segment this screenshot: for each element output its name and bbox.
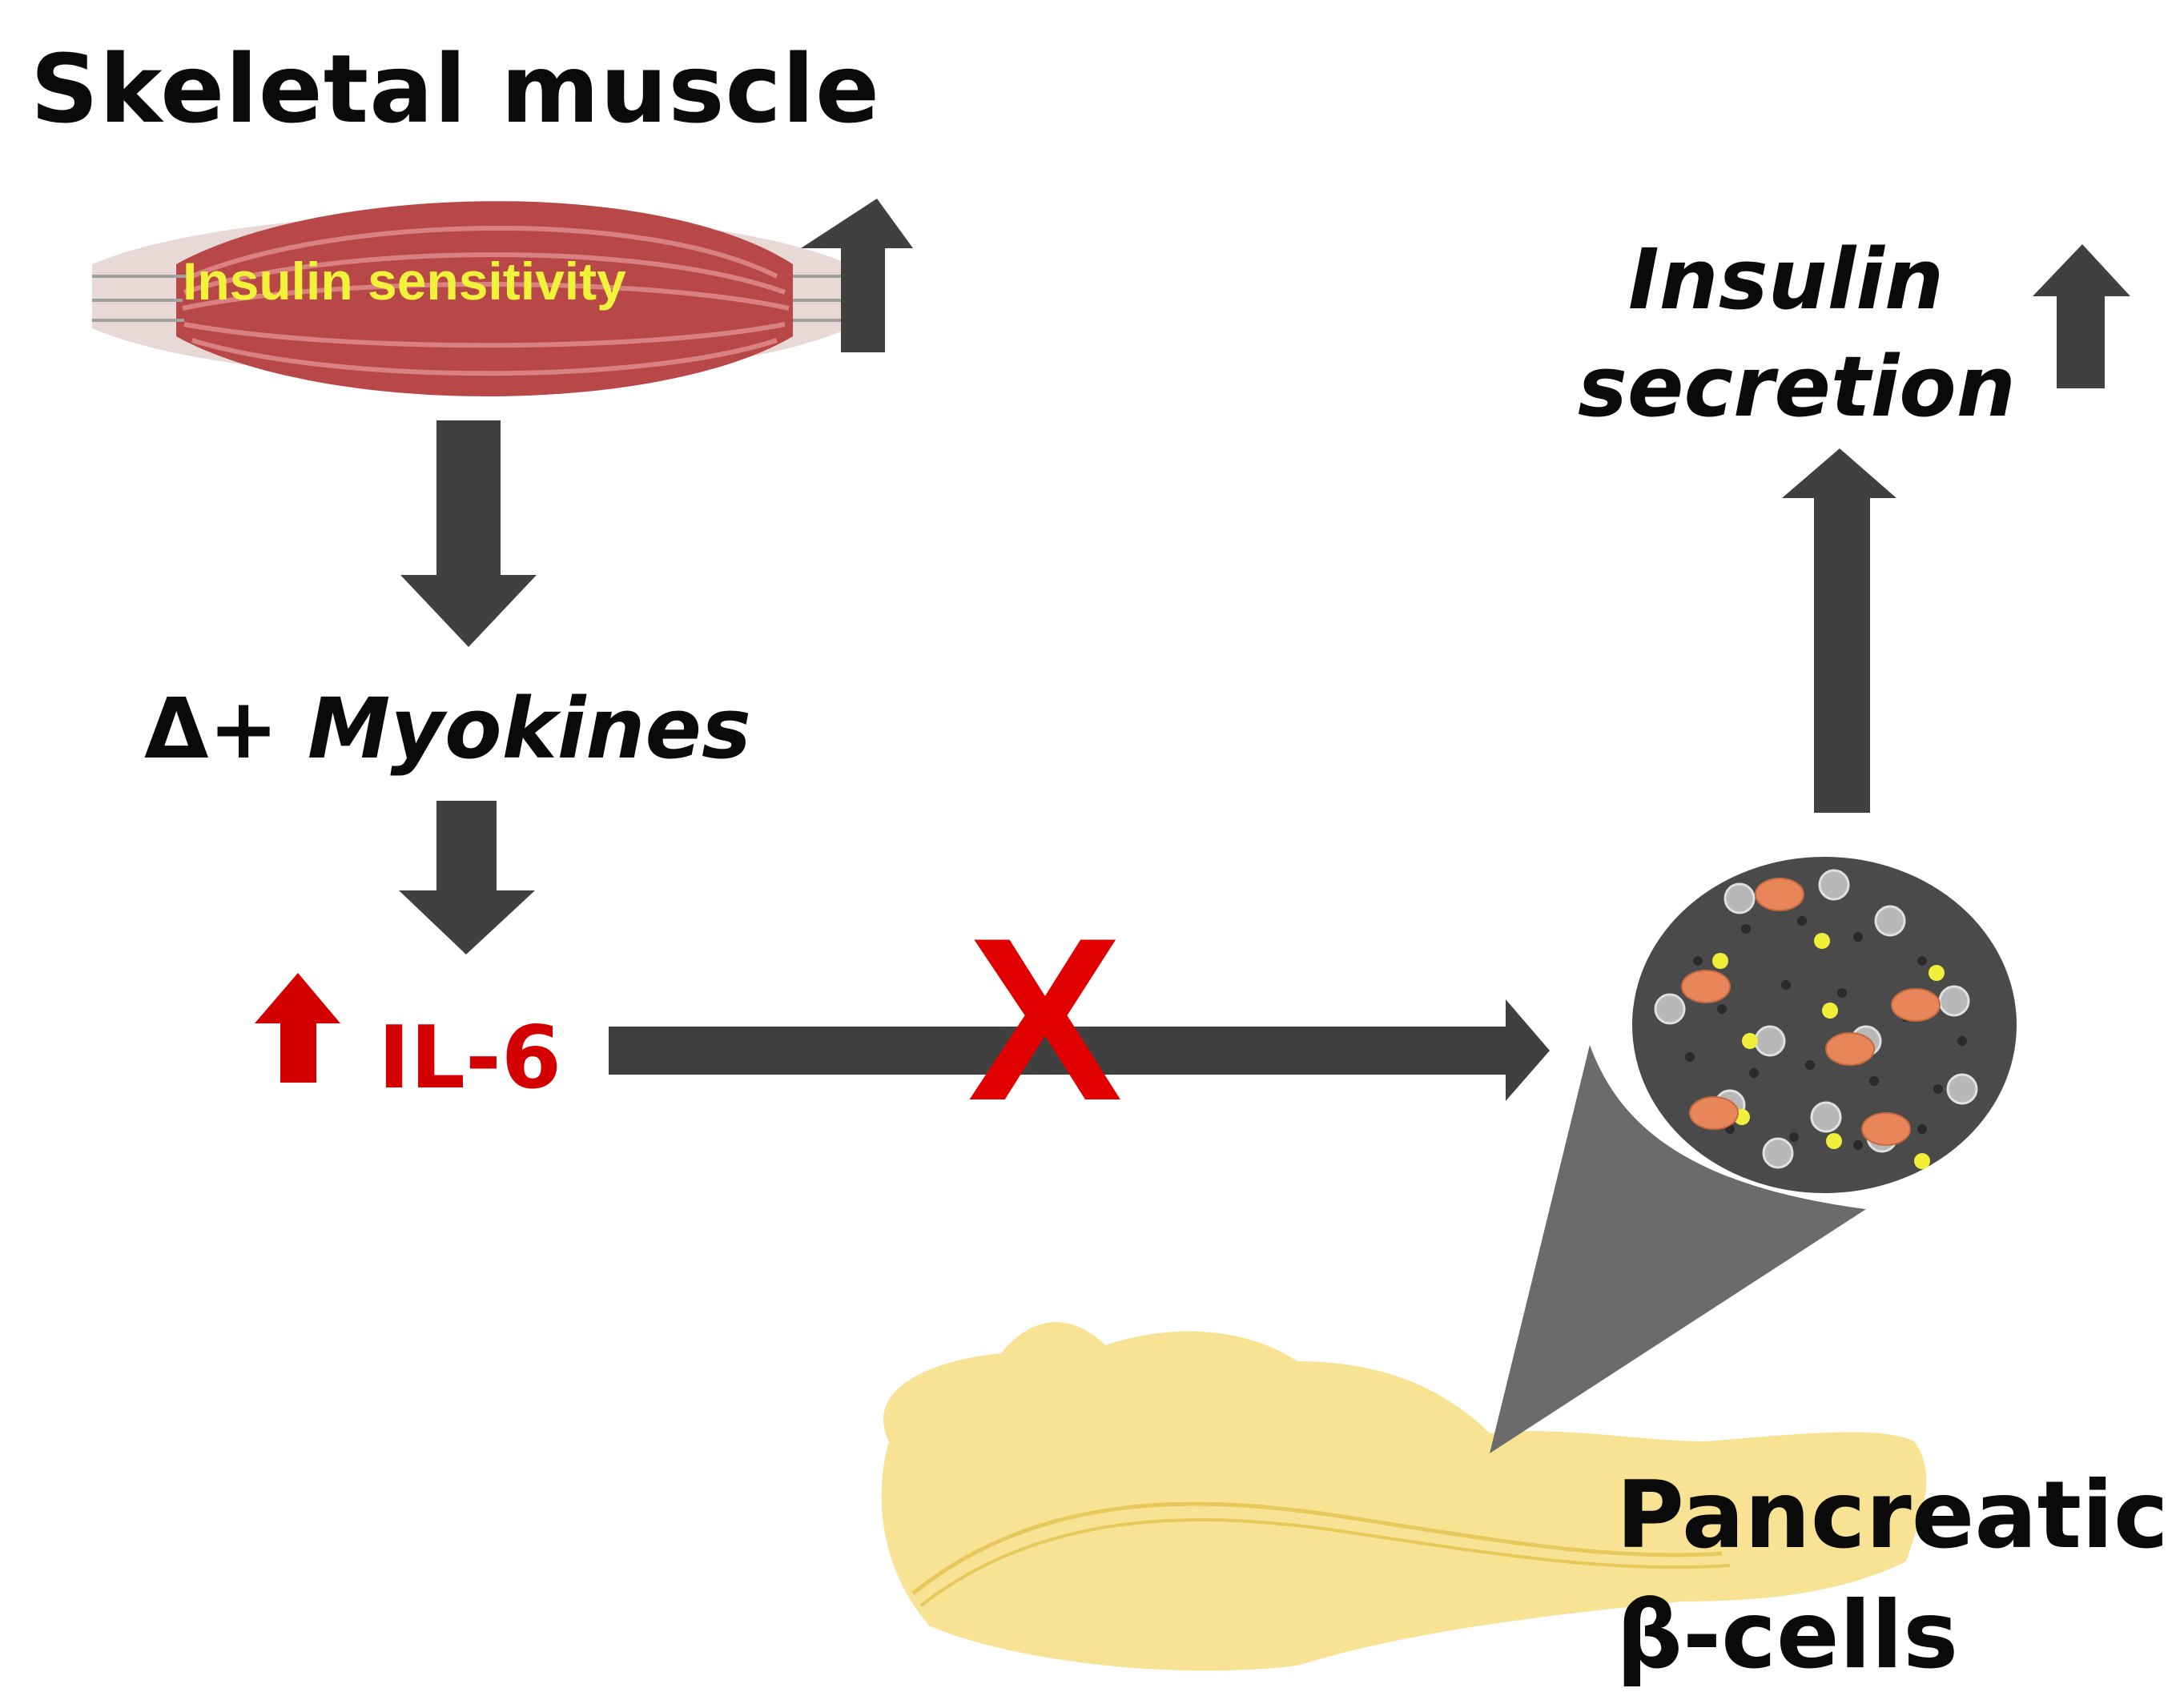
pancreas-illustration bbox=[881, 1322, 1927, 1671]
myokines-word: Myokines bbox=[307, 680, 751, 778]
myokines-to-il6-arrow bbox=[399, 801, 535, 955]
insulin-secretion-line-2: secretion bbox=[1578, 338, 2016, 436]
il6-to-islet-arrow bbox=[609, 999, 1550, 1101]
pancreatic-beta-cells-label: Pancreatic β-cells bbox=[1616, 1456, 2169, 1696]
insulin-sensitivity-up-arrow bbox=[801, 199, 913, 352]
insulin-secretion-up-arrow bbox=[2033, 244, 2130, 388]
islet-to-secretion-arrow bbox=[1782, 448, 1896, 813]
insulin-sensitivity-label: Insulin sensitivity bbox=[183, 251, 626, 311]
il6-up-arrow bbox=[255, 973, 340, 1083]
myokines-label: Δ+ Myokines bbox=[144, 687, 751, 770]
skeletal-muscle-illustration bbox=[92, 201, 849, 396]
muscle-to-myokines-arrow bbox=[400, 420, 537, 647]
pancreatic-line-2: β-cells bbox=[1616, 1581, 1959, 1690]
myokines-delta: Δ+ bbox=[144, 680, 279, 778]
skeletal-muscle-title: Skeletal muscle bbox=[30, 34, 880, 144]
blocked-x-mark: X bbox=[967, 890, 1123, 1149]
insulin-secretion-label: Insulin secretion bbox=[1578, 226, 2016, 440]
pancreatic-islet-illustration bbox=[1632, 857, 2017, 1193]
pancreatic-line-1: Pancreatic bbox=[1616, 1461, 2169, 1569]
insulin-secretion-line-1: Insulin bbox=[1627, 231, 1944, 328]
zoom-funnel bbox=[1490, 1045, 1866, 1453]
il6-label: IL-6 bbox=[378, 1008, 561, 1108]
